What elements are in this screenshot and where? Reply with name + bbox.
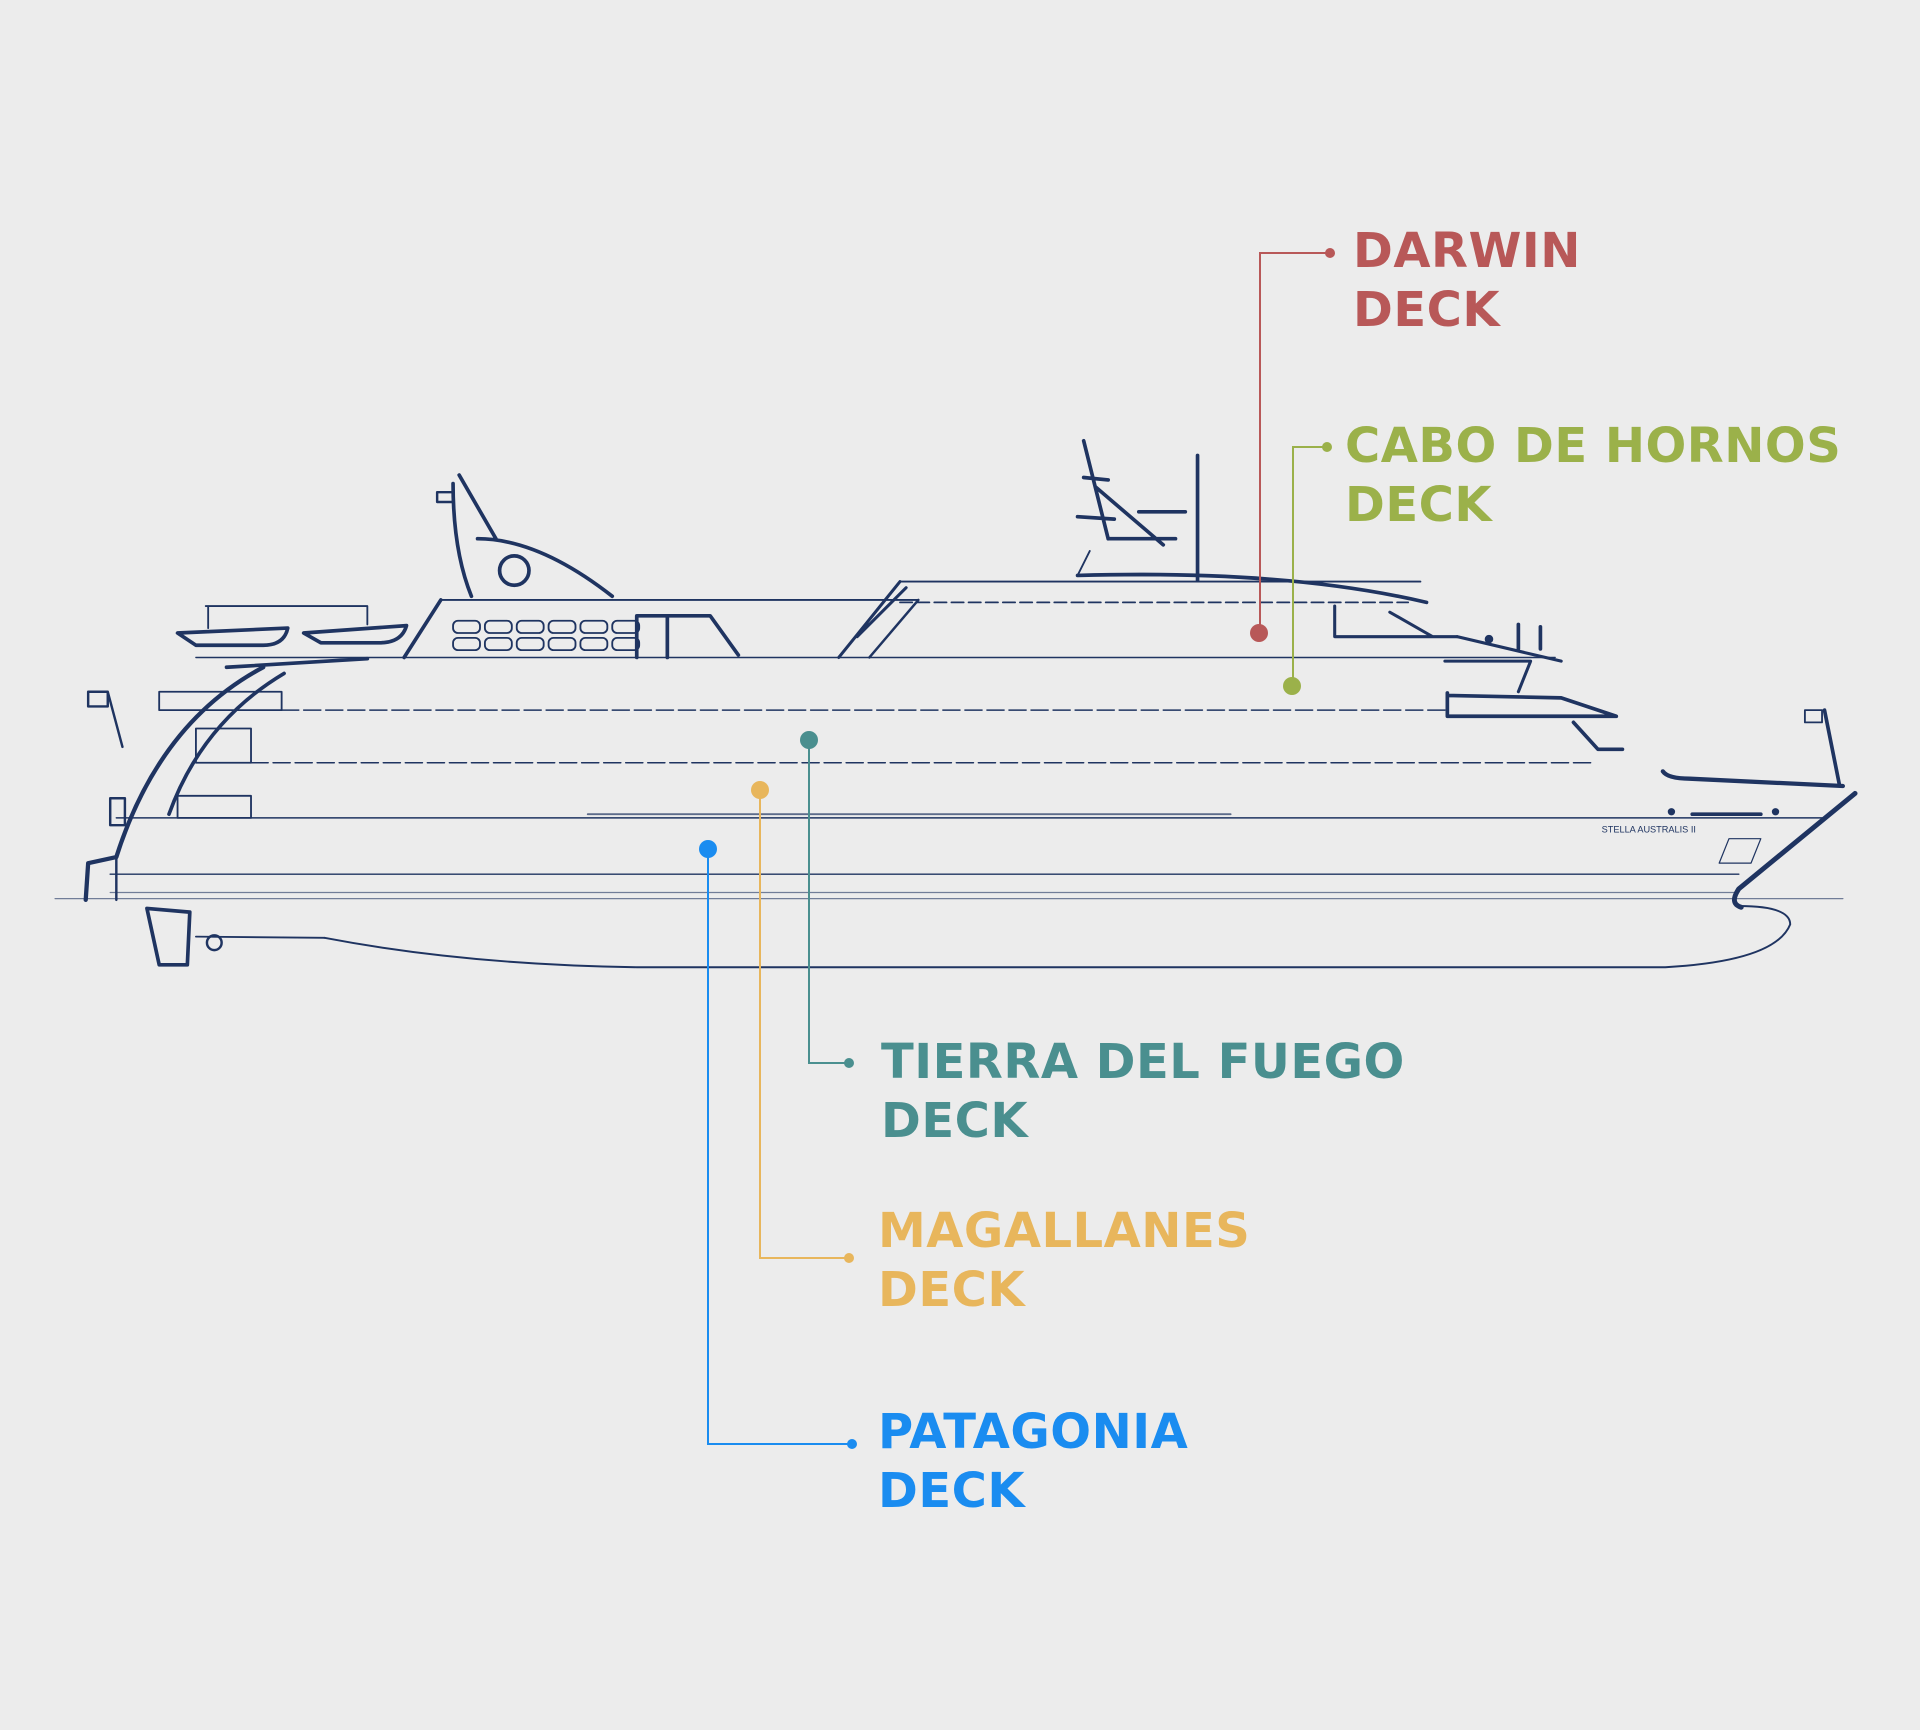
lifeboats (452, 619, 641, 652)
tierra-del-fuego-leader (808, 740, 849, 1064)
mast (1075, 438, 1188, 547)
hull-bottom (323, 905, 1792, 969)
magallanes-leader (759, 790, 849, 1259)
cabo-de-hornos-leader (1292, 446, 1327, 686)
tender-boat (301, 623, 409, 645)
cabo-de-hornos-marker (1283, 677, 1301, 695)
rudder (145, 906, 192, 967)
tierra-del-fuego-marker (800, 731, 818, 749)
darwin-leader (1259, 252, 1330, 633)
bow (1732, 790, 1858, 910)
patagonia-leader (707, 849, 852, 1445)
darwin-marker (1250, 624, 1268, 642)
magallanes-marker (751, 781, 769, 799)
tender-boat (175, 626, 290, 648)
patagonia-marker (699, 840, 717, 858)
ship-name: STELLA AUSTRALIS II (1602, 825, 1696, 835)
stern (83, 665, 266, 903)
